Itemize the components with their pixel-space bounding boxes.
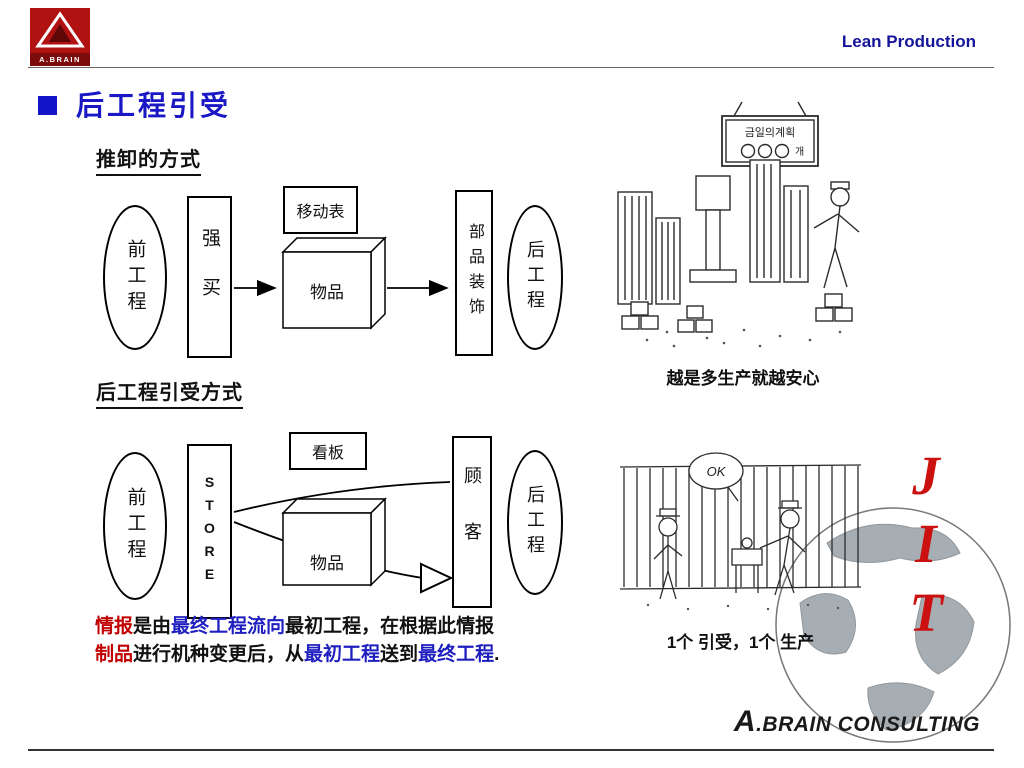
description-line-1: 情报是由最终工程流向最初工程，在根据此情报 [95,613,499,641]
jit-letter-i: I [915,513,937,575]
push-node-previous-process: 前工程 [103,205,167,350]
footer-rule [28,749,994,751]
jit-label: J I T [896,445,956,643]
description-segment: 制品 [95,644,134,666]
description-segment: 最初工程 [304,644,381,666]
description-line-2: 制品进行机种变更后，从最初工程送到最终工程. [95,641,499,669]
plan-sign-text: 금일의계획 [745,125,796,139]
title-bullet-icon [38,96,57,115]
logo-text: A.BRAIN [30,53,90,66]
goods-box-side-face [370,497,386,587]
description-segment: 是由 [133,616,172,637]
jit-letter-t: T [909,581,943,643]
description-segment: 进行机种变更后，从 [133,644,305,666]
push-diagram: 前工程 强买 移动表 物品 部品装饰 后工程 [95,180,575,365]
pull-diagram-arrows [233,481,454,594]
push-diagram-arrows [234,236,449,330]
description-segment: ，在根据此情报 [361,616,495,637]
plan-sign-unit: 개 [795,146,804,158]
push-node-force-buy-label: 强买 [199,228,220,326]
push-node-goods-label: 物品 [310,282,344,302]
goods-flow-arrowhead [420,562,454,594]
jit-letter-j: J [912,445,940,506]
description-segment: 送到 [380,644,419,666]
push-node-next-process: 后工程 [507,205,563,350]
pull-node-kanban: 看板 [289,432,367,470]
description-segment: 最终工程 [171,616,248,637]
pull-node-customer: 顾客 [452,436,492,608]
goods-box-front-face [282,251,372,329]
pull-node-next-process: 后工程 [507,450,563,595]
cartoon-mass-production: 금일의계획 개 [617,101,860,348]
push-node-move-table-label: 移动表 [296,204,345,221]
description-segment: 最终工程 [418,644,495,666]
header-title: Lean Production [841,32,976,51]
description-segment: 最初工程 [285,616,362,637]
pull-node-goods-label: 物品 [310,553,344,573]
header-rule [28,67,994,68]
pull-diagram: 前工程 STORE 看板 物品 顾客 后工程 [95,420,575,625]
brand-initial: A [733,705,757,738]
brand-text: A.BRAIN CONSULTING [734,705,980,739]
goods-box-top-face [281,498,387,514]
pull-node-previous-process: 前工程 [103,452,167,600]
pull-node-customer-label: 顾客 [462,466,482,578]
pull-node-next-process-label: 后工程 [525,485,545,560]
goods-box-front-face [282,512,372,586]
push-node-next-process-label: 后工程 [525,240,545,315]
cartoon-one-by-one: OK [619,452,862,611]
kanban-flow-curve [233,481,451,513]
pull-node-previous-process-label: 前工程 [124,487,146,565]
ok-speech-bubble-text: OK [707,464,727,479]
pull-heading: 后工程引受方式 [96,376,243,409]
pull-cartoon-caption: 1个 引受，1个 生产 [666,633,815,652]
brand-rest: .BRAIN CONSULTING [756,713,980,736]
push-node-force-buy: 强买 [187,196,232,358]
description-segment: . [494,644,500,666]
push-node-previous-process-label: 前工程 [124,238,146,317]
pull-node-store: STORE [187,444,232,619]
page-title: 后工程引受 [76,90,232,121]
abrain-logo: A.BRAIN [30,8,90,66]
goods-box-top-face [281,237,387,253]
globe-watermark-icon [775,507,1011,743]
description: 情报是由最终工程流向最初工程，在根据此情报 制品进行机种变更后，从最初工程送到最… [95,613,499,669]
description-segment: 情报 [95,616,134,637]
pull-node-kanban-label: 看板 [311,445,344,462]
goods-box-side-face [370,236,386,330]
push-cartoon-caption: 越是多生产就越安心 [666,369,820,388]
push-heading: 推卸的方式 [96,143,201,176]
push-node-parts-decoration-label: 部品装饰 [466,223,483,323]
push-node-move-table: 移动表 [283,186,358,234]
logo-triangle-icon [35,11,85,48]
pull-node-store-label: STORE [201,474,218,589]
ground-dots [645,328,842,348]
push-node-parts-decoration: 部品装饰 [455,190,493,356]
ground-dots [646,603,840,611]
description-segment: 流向 [247,616,286,637]
